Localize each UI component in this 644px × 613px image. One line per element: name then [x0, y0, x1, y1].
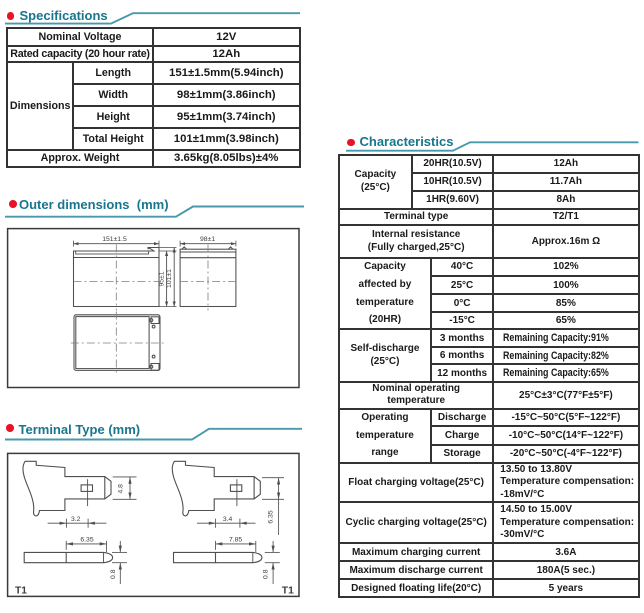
svg-text:151±1.5: 151±1.5 [102, 236, 127, 243]
svg-text:3.4: 3.4 [223, 516, 233, 523]
svg-text:T1: T1 [15, 585, 27, 596]
svg-text:101±1: 101±1 [166, 269, 173, 288]
svg-text:95±1: 95±1 [158, 271, 165, 286]
svg-text:4.8: 4.8 [118, 484, 125, 494]
svg-text:0.8: 0.8 [263, 569, 270, 579]
svg-text:6.35: 6.35 [80, 536, 93, 543]
svg-text:7.85: 7.85 [229, 536, 242, 543]
svg-text:6.35: 6.35 [267, 510, 274, 523]
svg-text:98±1: 98±1 [200, 236, 215, 243]
svg-text:T1: T1 [282, 585, 294, 596]
svg-text:3.2: 3.2 [71, 516, 81, 523]
svg-text:0.8: 0.8 [110, 569, 117, 579]
